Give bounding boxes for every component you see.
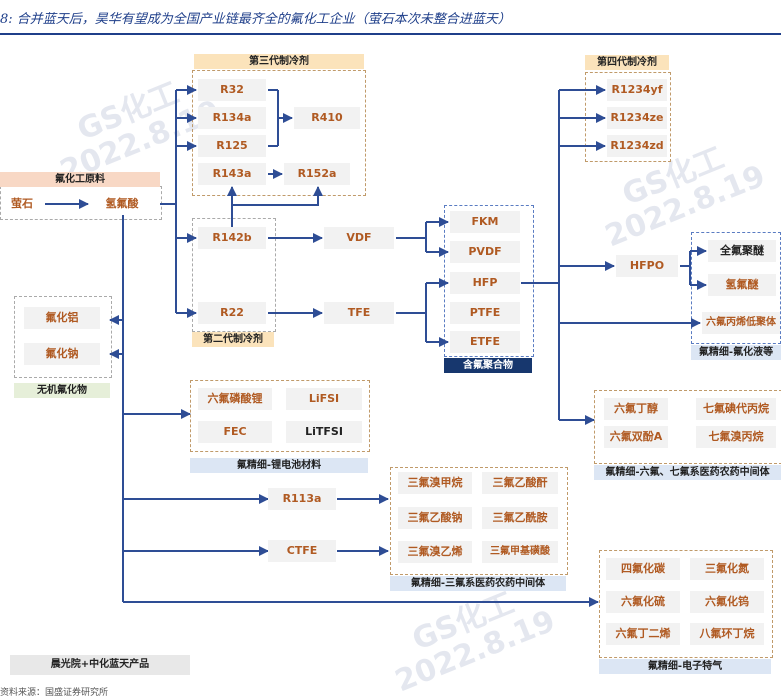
node-ctfe: CTFE: [268, 540, 336, 562]
third-gen-group: [192, 70, 366, 196]
source-footer: 资料来源：国盛证券研究所: [0, 688, 109, 698]
inorganic-label: 无机氟化物: [14, 383, 110, 398]
node-hfpo: HFPO: [616, 255, 678, 277]
node-hexafluorobutadiene: 六氟丁二烯: [606, 623, 680, 645]
node-r134a: R134a: [198, 107, 266, 129]
node-pvdf: PVDF: [450, 241, 520, 263]
node-tfa-anhydride: 三氟乙酸酐: [482, 472, 558, 494]
node-hfp: HFP: [450, 272, 520, 294]
node-r22: R22: [198, 302, 266, 324]
node-sodium-tfa: 三氟乙酸钠: [398, 507, 472, 529]
node-hexafluorobutanol: 六氟丁醇: [604, 398, 668, 420]
node-r1234yf: R1234yf: [607, 79, 667, 101]
fluoro-liquid-label: 氟精细-氟化液等: [691, 345, 781, 360]
electronic-group: [599, 550, 773, 658]
node-alf3: 氟化铝: [24, 307, 100, 329]
figure-title: 8: 合并蓝天后，昊华有望成为全国产业链最齐全的氟化工企业（萤石本次未整合进蓝天…: [0, 12, 511, 27]
node-octafluorocyclobutane: 八氟环丁烷: [690, 623, 764, 645]
title-rule: [0, 33, 781, 35]
node-r113a: R113a: [268, 488, 336, 510]
node-r32: R32: [198, 79, 266, 101]
node-r1234zd: R1234zd: [607, 135, 667, 157]
node-lipf6: 六氟磷酸锂: [198, 388, 272, 410]
node-ptfe: PTFE: [450, 302, 520, 324]
node-r143a: R143a: [198, 163, 266, 185]
node-vdf: VDF: [324, 227, 394, 249]
node-r1234ze: R1234ze: [607, 107, 667, 129]
node-tfmethanesulfonic: 三氟甲基磺酸: [482, 541, 558, 563]
node-tfe: TFE: [324, 302, 394, 324]
third-gen-label: 第三代制冷剂: [194, 54, 364, 69]
node-tfbromoethylene: 三氟溴乙烯: [398, 541, 472, 563]
node-fkm: FKM: [450, 211, 520, 233]
battery-label: 氟精细-锂电池材料: [190, 458, 368, 473]
node-hfp-oligomer: 六氟丙烯低聚体: [702, 312, 780, 334]
node-pfpe: 全氟聚醚: [708, 240, 776, 262]
raw-materials-label: 氟化工原料: [0, 172, 160, 187]
node-lifsi: LiFSI: [286, 388, 362, 410]
node-tfbromomethane: 三氟溴甲烷: [398, 472, 472, 494]
node-litfsi: LiTFSI: [286, 421, 362, 443]
node-wf6: 六氟化钨: [690, 591, 764, 613]
fluoropolymer-label: 含氟聚合物: [444, 358, 532, 373]
node-r410: R410: [294, 107, 360, 129]
inorganic-group: [14, 296, 112, 378]
node-fec: FEC: [198, 421, 272, 443]
node-heptafluoroiodopropane: 七氟碘代丙烷: [696, 398, 776, 420]
node-nf3: 三氟化氮: [690, 558, 764, 580]
node-cf4: 四氟化碳: [606, 558, 680, 580]
node-tfacetamide: 三氟乙酰胺: [482, 507, 558, 529]
hexafluoro-label: 氟精细-六氟、七氟系医药农药中间体: [594, 465, 781, 480]
trifluoro-label: 氟精细-三氟系医药农药中间体: [390, 576, 566, 591]
trifluoro-group: [390, 467, 568, 575]
node-etfe: ETFE: [450, 331, 520, 353]
node-r152a: R152a: [284, 163, 350, 185]
node-heptafluorobromopropane: 七氟溴丙烷: [696, 426, 776, 448]
node-hf: 氢氟酸: [105, 197, 139, 210]
electronic-label: 氟精细-电子特气: [599, 659, 771, 674]
node-naf: 氟化钠: [24, 343, 100, 365]
node-hfe: 氢氟醚: [708, 274, 776, 296]
node-r125: R125: [198, 135, 266, 157]
node-hexafluorobisphenol: 六氟双酚A: [604, 426, 668, 448]
node-sf6: 六氟化硫: [606, 591, 680, 613]
legend-label: 晨光院+中化蓝天产品: [10, 655, 190, 675]
hexafluoro-group: [594, 390, 781, 464]
second-gen-group: [192, 218, 276, 332]
fourth-gen-label: 第四代制冷剂: [585, 55, 669, 70]
second-gen-label: 第二代制冷剂: [192, 332, 274, 347]
node-r142b: R142b: [198, 227, 266, 249]
node-fluorite: 萤石: [11, 197, 33, 210]
